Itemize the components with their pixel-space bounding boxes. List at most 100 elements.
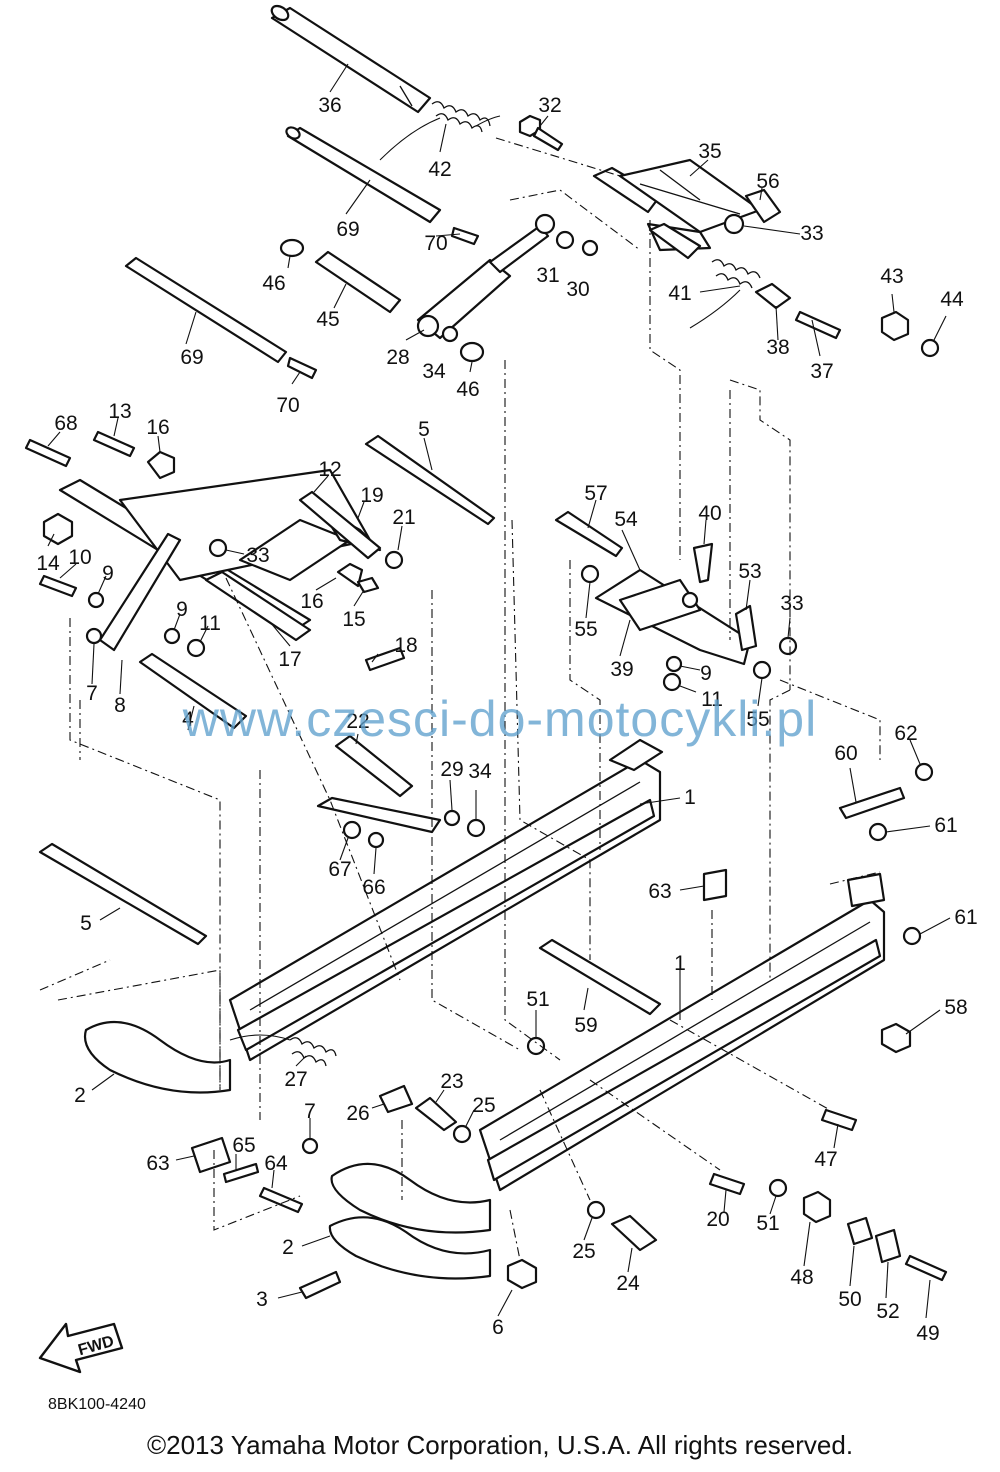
washer-9-mid bbox=[163, 627, 181, 645]
callout-57: 57 bbox=[584, 482, 607, 505]
callout-36: 36 bbox=[318, 94, 341, 117]
collar-46-upper bbox=[279, 238, 305, 258]
nut-43 bbox=[880, 310, 910, 342]
callout-9: 9 bbox=[102, 562, 114, 585]
callout-61: 61 bbox=[954, 906, 977, 929]
callout-42: 42 bbox=[428, 158, 451, 181]
callout-61: 61 bbox=[934, 814, 957, 837]
callout-11: 11 bbox=[199, 612, 221, 635]
shaft-45 bbox=[314, 250, 402, 314]
callout-46: 46 bbox=[262, 272, 285, 295]
bolt-18 bbox=[364, 646, 406, 672]
callout-69: 69 bbox=[180, 346, 203, 369]
callout-52: 52 bbox=[876, 1300, 899, 1323]
nut-48 bbox=[802, 1190, 832, 1224]
bolt-60 bbox=[838, 786, 906, 820]
fwd-arrow-icon: FWD bbox=[38, 1322, 124, 1374]
callout-54: 54 bbox=[614, 508, 638, 531]
spring-42 bbox=[379, 101, 501, 161]
callout-66: 66 bbox=[362, 876, 385, 899]
callout-31: 31 bbox=[536, 264, 559, 287]
callout-27: 27 bbox=[284, 1068, 307, 1091]
callout-5: 5 bbox=[80, 912, 92, 935]
callout-12: 12 bbox=[318, 458, 341, 481]
bolt-47 bbox=[820, 1108, 858, 1132]
callout-16: 16 bbox=[146, 416, 169, 439]
drawing-code: 8BK100-4240 bbox=[48, 1396, 146, 1413]
callout-65: 65 bbox=[232, 1134, 255, 1157]
callout-48: 48 bbox=[790, 1266, 813, 1289]
bolt-37 bbox=[794, 310, 842, 340]
shaft-36 bbox=[270, 4, 432, 114]
bolt-70-lower bbox=[286, 356, 318, 380]
slide-rail-1-right bbox=[478, 872, 886, 1192]
shaft-4 bbox=[138, 652, 248, 730]
callout-49: 49 bbox=[916, 1322, 939, 1345]
callout-40: 40 bbox=[698, 502, 721, 525]
callout-33: 33 bbox=[246, 544, 269, 567]
callout-55: 55 bbox=[574, 618, 597, 641]
bolt-70-upper bbox=[450, 226, 480, 246]
callout-29: 29 bbox=[440, 758, 463, 781]
callout-24: 24 bbox=[616, 1272, 640, 1295]
callout-19: 19 bbox=[360, 484, 383, 507]
callout-34: 34 bbox=[422, 360, 446, 383]
washer-55-lower bbox=[752, 660, 772, 680]
callout-47: 47 bbox=[814, 1148, 837, 1171]
callout-32: 32 bbox=[538, 94, 561, 117]
copyright-notice: ©2013 Yamaha Motor Corporation, U.S.A. A… bbox=[146, 1430, 854, 1460]
callout-63: 63 bbox=[146, 1152, 169, 1175]
callout-28: 28 bbox=[386, 346, 409, 369]
leader-lines bbox=[47, 63, 951, 1319]
callout-70: 70 bbox=[424, 232, 447, 255]
washer-25-upper bbox=[452, 1124, 472, 1144]
callout-6: 6 bbox=[492, 1316, 504, 1339]
collar-46-mid bbox=[459, 341, 485, 363]
callout-17: 17 bbox=[278, 648, 301, 671]
callout-16: 16 bbox=[300, 590, 323, 613]
washer-29 bbox=[443, 809, 461, 827]
bolt-57 bbox=[554, 510, 624, 558]
shaft-17 bbox=[204, 570, 312, 642]
callout-56: 56 bbox=[756, 170, 779, 193]
shaft-69-upper bbox=[285, 126, 442, 224]
slide-rail-1-left bbox=[228, 738, 664, 1062]
callout-15: 15 bbox=[342, 608, 365, 631]
callout-41: 41 bbox=[668, 282, 691, 305]
bolt-3 bbox=[298, 1270, 342, 1300]
nut-11-left bbox=[186, 638, 206, 658]
callout-3: 3 bbox=[256, 1288, 268, 1311]
callout-51: 51 bbox=[526, 988, 549, 1011]
washer-55-upper bbox=[580, 564, 600, 584]
slider-63-right bbox=[702, 868, 728, 902]
collar-66 bbox=[367, 831, 385, 849]
collar-34-upper bbox=[441, 325, 459, 343]
callout-50: 50 bbox=[838, 1288, 861, 1311]
callout-numbers: 3642323556697046453130334143442834383769… bbox=[36, 94, 977, 1345]
washer-9-left bbox=[87, 591, 105, 609]
callout-68: 68 bbox=[54, 412, 77, 435]
callout-35: 35 bbox=[698, 140, 721, 163]
callout-60: 60 bbox=[834, 742, 857, 765]
bolt-49 bbox=[904, 1254, 948, 1282]
bracket-16-lower bbox=[336, 562, 364, 588]
callout-20: 20 bbox=[706, 1208, 729, 1231]
spring-27 bbox=[229, 1034, 337, 1067]
callout-34: 34 bbox=[468, 760, 492, 783]
bracket-39 bbox=[618, 578, 702, 632]
callout-14: 14 bbox=[36, 552, 60, 575]
bolt-10 bbox=[38, 574, 78, 598]
bolt-32 bbox=[518, 114, 564, 152]
clip-15 bbox=[356, 576, 380, 594]
link-53 bbox=[734, 604, 758, 652]
collar-23 bbox=[414, 1096, 458, 1132]
callout-69: 69 bbox=[336, 218, 359, 241]
long-bolt-5-lower bbox=[38, 842, 208, 946]
callout-2: 2 bbox=[282, 1236, 294, 1259]
bracket-52 bbox=[874, 1228, 902, 1264]
callout-44: 44 bbox=[940, 288, 964, 311]
long-bolt-5-upper bbox=[364, 434, 496, 526]
callout-1: 1 bbox=[684, 786, 696, 809]
callout-38: 38 bbox=[766, 336, 789, 359]
callout-55: 55 bbox=[746, 708, 769, 731]
